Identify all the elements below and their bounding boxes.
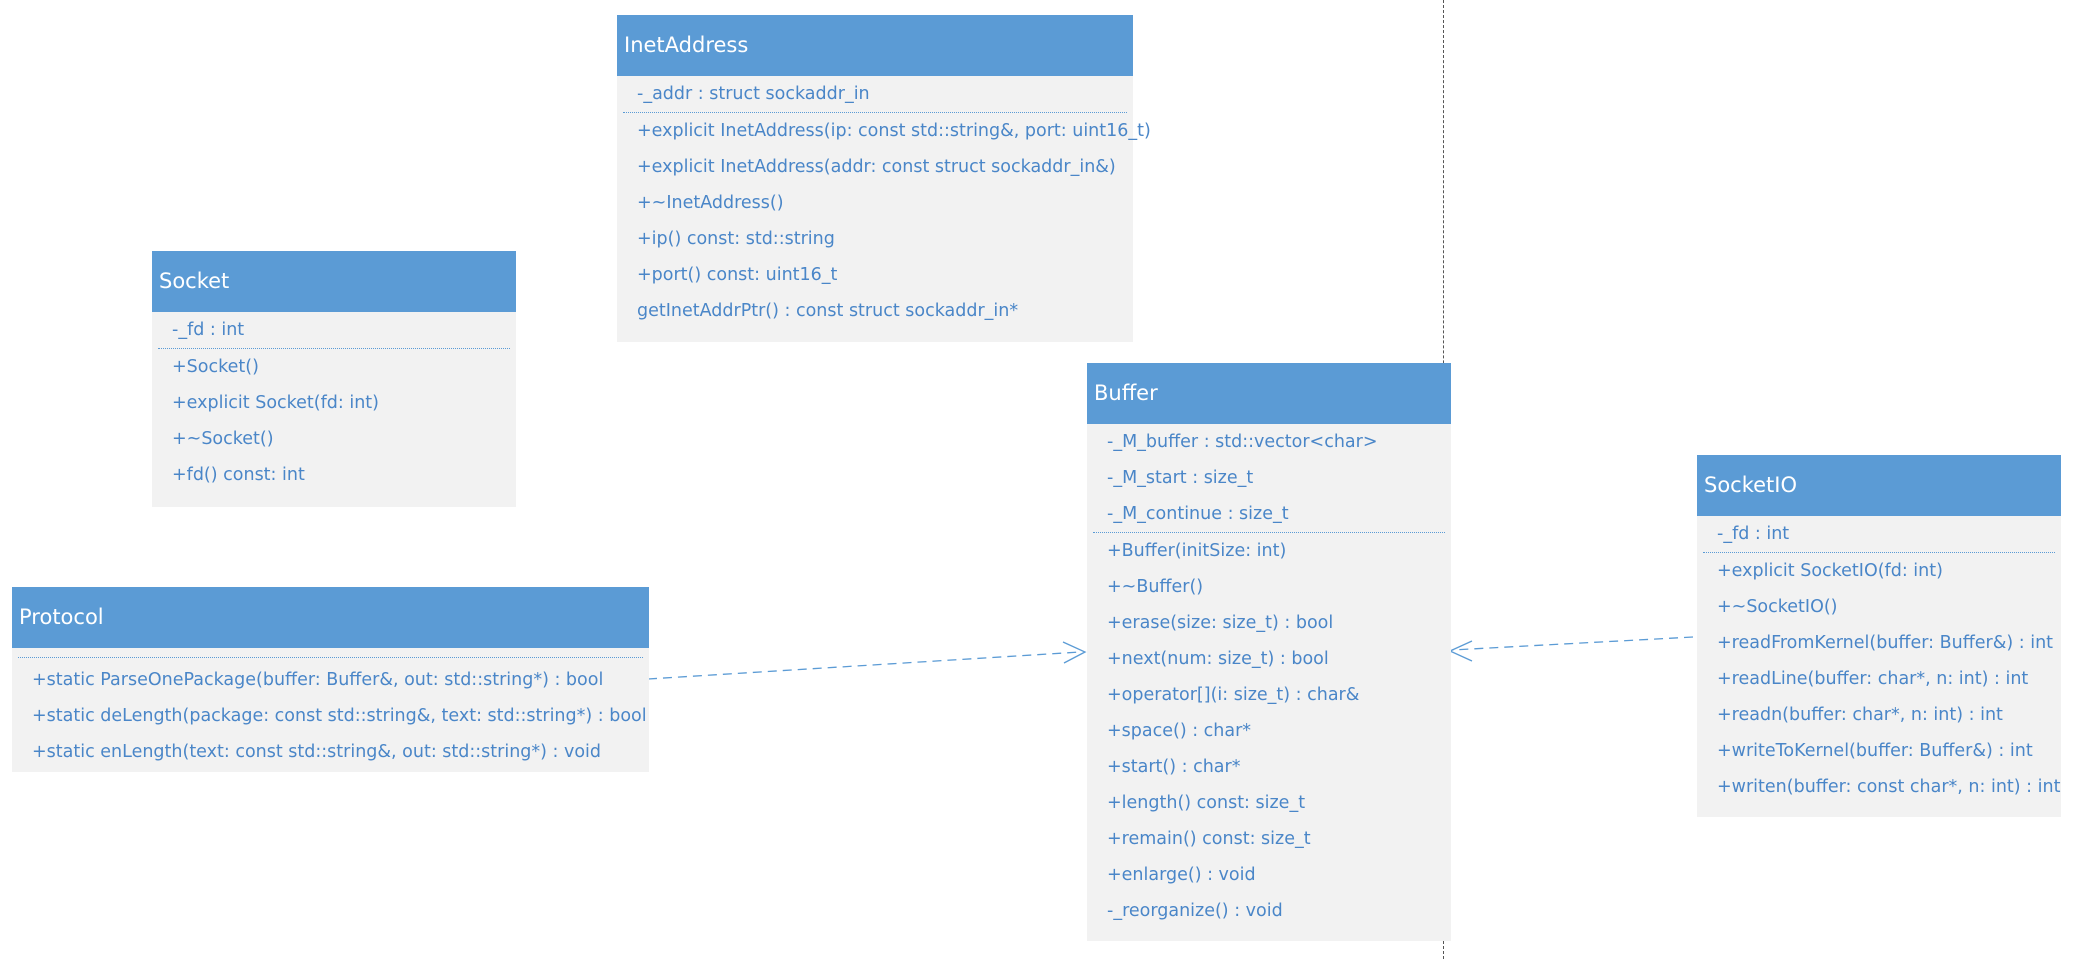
method-row: +explicit InetAddress(ip: const std::str… bbox=[637, 121, 1151, 141]
attribute-section: -_fd : int bbox=[152, 312, 516, 348]
method-row: +static enLength(text: const std::string… bbox=[32, 742, 602, 762]
method-row: +ip() const: std::string bbox=[637, 229, 835, 249]
section-divider bbox=[1703, 552, 2055, 553]
method-row: +fd() const: int bbox=[172, 465, 305, 485]
method-row: +port() const: uint16_t bbox=[637, 265, 838, 285]
class-name: InetAddress bbox=[617, 15, 1133, 76]
class-name: Buffer bbox=[1087, 363, 1451, 424]
method-row: +writen(buffer: const char*, n: int) : i… bbox=[1717, 777, 2061, 797]
method-row: getInetAddrPtr() : const struct sockaddr… bbox=[637, 301, 1019, 321]
method-row: +~SocketIO() bbox=[1717, 597, 1838, 617]
attribute-section: -_addr : struct sockaddr_in bbox=[617, 76, 1133, 112]
section-divider bbox=[623, 112, 1127, 113]
method-section: +Socket() +explicit Socket(fd: int) +~So… bbox=[152, 349, 516, 493]
method-row: +static ParseOnePackage(buffer: Buffer&,… bbox=[32, 670, 604, 690]
section-divider bbox=[158, 348, 510, 349]
attribute-row: -_fd : int bbox=[1717, 524, 1790, 544]
method-row: -_reorganize() : void bbox=[1107, 901, 1283, 921]
attribute-row: -_M_buffer : std::vector<char> bbox=[1107, 432, 1378, 452]
method-row: +~Buffer() bbox=[1107, 577, 1204, 597]
method-section: +explicit InetAddress(ip: const std::str… bbox=[617, 113, 1151, 329]
edge-protocol-to-buffer bbox=[647, 651, 1081, 680]
class-buffer[interactable]: Buffer -_M_buffer : std::vector<char> -_… bbox=[1087, 363, 1451, 941]
arrowhead-protocol-to-buffer bbox=[1062, 641, 1087, 664]
class-name: Socket bbox=[152, 251, 516, 312]
method-row: +erase(size: size_t) : bool bbox=[1107, 613, 1334, 633]
class-name: Protocol bbox=[12, 587, 649, 648]
class-inetaddress[interactable]: InetAddress -_addr : struct sockaddr_in … bbox=[617, 15, 1151, 342]
method-row: +explicit SocketIO(fd: int) bbox=[1717, 561, 1943, 581]
method-row: +start() : char* bbox=[1107, 757, 1241, 777]
method-row: +explicit InetAddress(addr: const struct… bbox=[637, 157, 1116, 177]
arrowhead-socketio-to-buffer bbox=[1448, 640, 1473, 662]
attribute-section: -_fd : int bbox=[1697, 516, 2061, 552]
attribute-row: -_fd : int bbox=[172, 320, 245, 340]
method-row: +operator[](i: size_t) : char& bbox=[1107, 685, 1360, 705]
method-row: +~Socket() bbox=[172, 429, 274, 449]
method-row: +next(num: size_t) : bool bbox=[1107, 649, 1329, 669]
method-row: +~InetAddress() bbox=[637, 193, 784, 213]
section-divider bbox=[18, 657, 643, 658]
method-row: +Buffer(initSize: int) bbox=[1107, 541, 1287, 561]
method-row: +enlarge() : void bbox=[1107, 865, 1256, 885]
method-row: +Socket() bbox=[172, 357, 259, 377]
attribute-section: -_M_buffer : std::vector<char> -_M_start… bbox=[1087, 424, 1451, 532]
method-row: +static deLength(package: const std::str… bbox=[32, 706, 647, 726]
method-section: +static ParseOnePackage(buffer: Buffer&,… bbox=[12, 658, 649, 770]
method-section: +Buffer(initSize: int) +~Buffer() +erase… bbox=[1087, 533, 1451, 929]
method-row: +remain() const: size_t bbox=[1107, 829, 1311, 849]
method-row: +readn(buffer: char*, n: int) : int bbox=[1717, 705, 2003, 725]
method-row: +length() const: size_t bbox=[1107, 793, 1306, 813]
method-row: +readLine(buffer: char*, n: int) : int bbox=[1717, 669, 2029, 689]
method-section: +explicit SocketIO(fd: int) +~SocketIO()… bbox=[1697, 553, 2061, 805]
class-socketio[interactable]: SocketIO -_fd : int +explicit SocketIO(f… bbox=[1697, 455, 2061, 817]
attribute-section bbox=[12, 648, 649, 657]
edge-socketio-to-buffer bbox=[1451, 636, 1694, 651]
method-row: +writeToKernel(buffer: Buffer&) : int bbox=[1717, 741, 2033, 761]
class-protocol[interactable]: Protocol +static ParseOnePackage(buffer:… bbox=[12, 587, 649, 772]
class-socket[interactable]: Socket -_fd : int +Socket() +explicit So… bbox=[152, 251, 516, 507]
method-row: +explicit Socket(fd: int) bbox=[172, 393, 379, 413]
attribute-row: -_addr : struct sockaddr_in bbox=[637, 84, 870, 104]
attribute-row: -_M_continue : size_t bbox=[1107, 504, 1289, 524]
method-row: +readFromKernel(buffer: Buffer&) : int bbox=[1717, 633, 2054, 653]
attribute-row: -_M_start : size_t bbox=[1107, 468, 1254, 488]
class-name: SocketIO bbox=[1697, 455, 2061, 516]
section-divider bbox=[1093, 532, 1445, 533]
method-row: +space() : char* bbox=[1107, 721, 1252, 741]
